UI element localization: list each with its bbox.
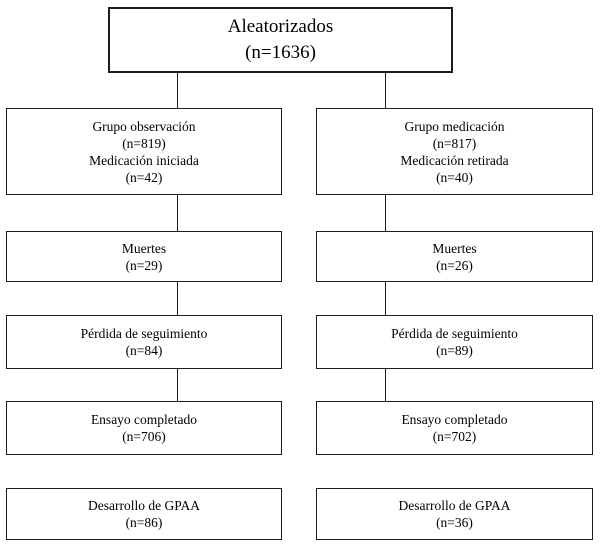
deaths-right-label: Muertes: [432, 240, 477, 256]
randomized-label: Aleatorizados: [227, 16, 334, 37]
trial-completed-left-count: (n=706): [122, 429, 166, 444]
followup-loss-right-label: Pérdida de seguimiento: [391, 326, 518, 341]
followup-loss-left-count: (n=84): [125, 343, 163, 358]
deaths-left-count: (n=29): [125, 257, 163, 273]
observation-group-count: (n=819): [122, 135, 166, 151]
trial-completed-left-label: Ensayo completado: [90, 412, 198, 427]
connector-right-4-5: [384, 368, 386, 402]
trial-completed-right-count: (n=702): [432, 429, 477, 444]
randomized-box: Aleatorizados (n=1636): [108, 7, 453, 73]
connector-left-2-3: [176, 194, 178, 232]
followup-loss-left-label: Pérdida de seguimiento: [80, 326, 208, 341]
randomized-count: (n=1636): [245, 42, 316, 63]
connector-right-2-3: [384, 194, 386, 232]
medication-started-label: Medicación iniciada: [89, 152, 199, 168]
medication-withdrawn-label: Medicación retirada: [400, 152, 509, 168]
connector-top-right: [384, 72, 386, 109]
gpaa-left-label: Desarrollo de GPAA: [88, 498, 200, 513]
gpaa-left-count: (n=86): [125, 515, 163, 530]
deaths-left-box: Muertes (n=29): [6, 231, 282, 282]
medication-group-count: (n=817): [432, 135, 477, 151]
medication-withdrawn-count: (n=40): [436, 169, 473, 185]
connector-right-3-4: [384, 281, 386, 316]
deaths-left-label: Muertes: [121, 240, 167, 256]
trial-completed-right-box: Ensayo completado (n=702): [316, 401, 593, 455]
deaths-right-count: (n=26): [436, 257, 473, 273]
gpaa-development-left-box: Desarrollo de GPAA (n=86): [6, 488, 282, 540]
deaths-right-box: Muertes (n=26): [316, 231, 593, 282]
medication-group-label: Grupo medicación: [404, 118, 505, 134]
trial-completed-left-box: Ensayo completado (n=706): [6, 401, 282, 455]
connector-top-left: [176, 72, 178, 109]
trial-completed-right-label: Ensayo completado: [401, 412, 508, 427]
observation-group-box: Grupo observación (n=819) Medicación ini…: [6, 108, 282, 195]
connector-left-4-5: [176, 368, 178, 402]
followup-loss-right-box: Pérdida de seguimiento (n=89): [316, 315, 593, 369]
medication-group-box: Grupo medicación (n=817) Medicación reti…: [316, 108, 593, 195]
medication-started-count: (n=42): [125, 169, 163, 185]
gpaa-right-label: Desarrollo de GPAA: [398, 498, 511, 513]
followup-loss-left-box: Pérdida de seguimiento (n=84): [6, 315, 282, 369]
observation-group-label: Grupo observación: [92, 118, 196, 134]
gpaa-development-right-box: Desarrollo de GPAA (n=36): [316, 488, 593, 540]
gpaa-right-count: (n=36): [436, 515, 473, 530]
followup-loss-right-count: (n=89): [436, 343, 473, 358]
connector-left-3-4: [176, 281, 178, 316]
